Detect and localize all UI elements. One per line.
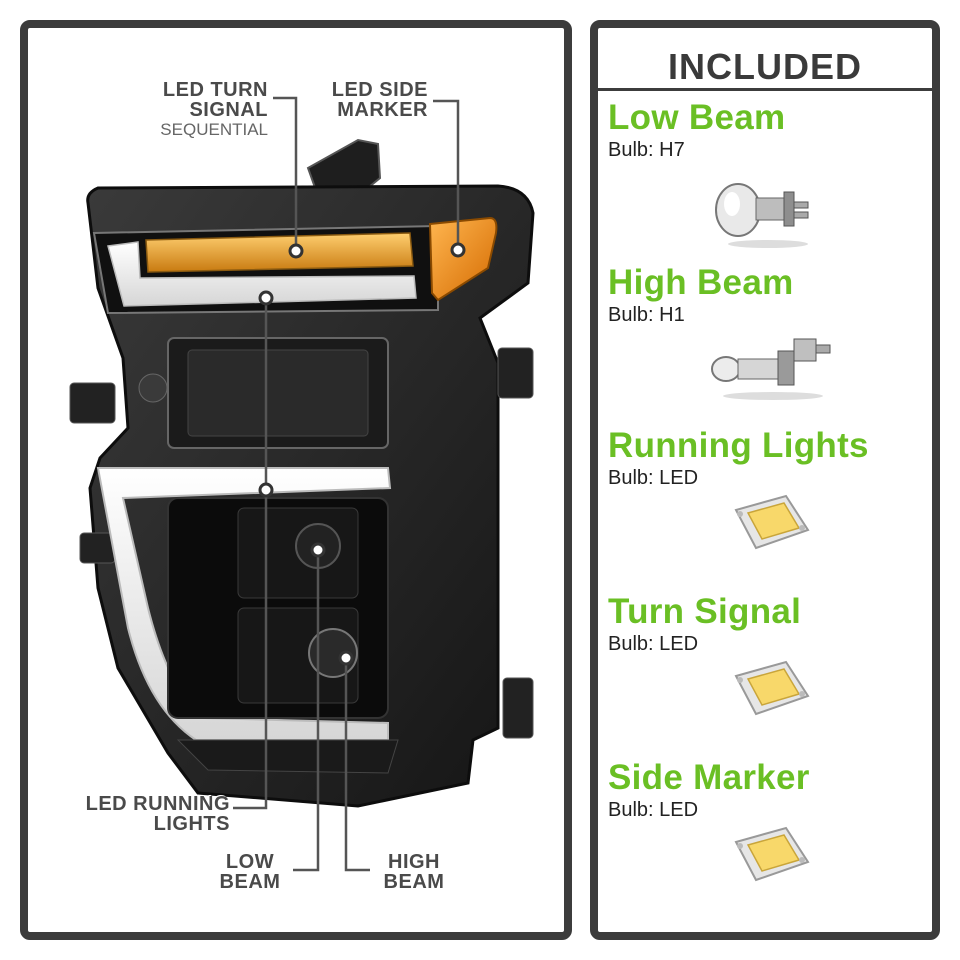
item-bulb: Bulb: LED	[608, 633, 699, 655]
item-name: High Beam	[608, 263, 794, 302]
led-chip-icon	[734, 660, 810, 716]
drl-upper-dot	[258, 290, 274, 306]
low-beam-dot	[310, 542, 326, 558]
callout-turn-signal-sub: SEQUENTIAL	[160, 120, 268, 139]
header-divider	[598, 88, 932, 91]
left-clip-upper	[69, 382, 116, 424]
included-header: INCLUDED	[668, 46, 862, 87]
side-marker-dot	[450, 242, 466, 258]
item-name: Side Marker	[608, 758, 810, 797]
item-bulb: Bulb: H1	[608, 304, 685, 326]
callout-running-lights-line1: LED RUNNING	[85, 793, 230, 815]
item-bulb: Bulb: H7	[608, 139, 685, 161]
turn-signal-strip	[145, 232, 414, 273]
callout-turn-signal-line1: LED TURN	[162, 79, 268, 101]
included-item-turn-signal: Turn Signal Bulb: LED	[608, 592, 938, 716]
high-beam-dot	[338, 650, 354, 666]
led-chip-icon	[734, 826, 810, 882]
callout-high-beam-line1: HIGH	[388, 851, 440, 873]
item-name: Low Beam	[608, 98, 786, 137]
callout-low-beam-line1: LOW	[225, 851, 275, 873]
h7-bulb-icon	[715, 183, 809, 248]
callout-running-lights: LED RUNNING LIGHTS	[34, 794, 230, 834]
included-item-running-lights: Running Lights Bulb: LED	[608, 426, 938, 550]
callout-side-marker-line2: MARKER	[337, 99, 428, 121]
side-marker-lens	[428, 216, 498, 302]
item-bulb: Bulb: LED	[608, 467, 699, 489]
included-item-side-marker: Side Marker Bulb: LED	[608, 758, 938, 882]
callout-running-lights-line2: LIGHTS	[153, 813, 230, 835]
left-clip-lower	[79, 532, 116, 564]
callout-turn-signal: LED TURN SIGNAL SEQUENTIAL	[88, 80, 268, 140]
lower-bezel	[176, 739, 399, 774]
drl-upper-strip	[107, 241, 417, 307]
callout-low-beam-line2: BEAM	[219, 871, 281, 893]
included-item-low-beam: Low Beam Bulb: H7	[608, 98, 938, 248]
callout-low-beam: LOW BEAM	[208, 852, 292, 892]
item-name: Turn Signal	[608, 592, 802, 631]
right-clip-upper	[497, 347, 534, 399]
headlight-panel: LED TURN SIGNAL SEQUENTIAL LED SIDE MARK…	[20, 20, 572, 940]
callout-side-marker: LED SIDE MARKER	[278, 80, 428, 120]
callout-high-beam: HIGH BEAM	[372, 852, 456, 892]
included-panel: INCLUDED Low Beam Bulb: H7 High Beam Bul…	[590, 20, 940, 940]
item-name: Running Lights	[608, 426, 869, 465]
drl-lower-dot	[258, 482, 274, 498]
included-item-high-beam: High Beam Bulb: H1	[608, 263, 938, 400]
h1-bulb-icon	[711, 338, 831, 400]
callout-side-marker-line1: LED SIDE	[331, 79, 428, 101]
headlight-illustration	[69, 96, 535, 872]
callout-turn-signal-line2: SIGNAL	[189, 99, 268, 121]
led-chip-icon	[734, 494, 810, 550]
turn-signal-dot	[288, 243, 304, 259]
item-bulb: Bulb: LED	[608, 799, 699, 821]
right-clip-lower	[502, 677, 534, 739]
callout-high-beam-line2: BEAM	[383, 871, 445, 893]
